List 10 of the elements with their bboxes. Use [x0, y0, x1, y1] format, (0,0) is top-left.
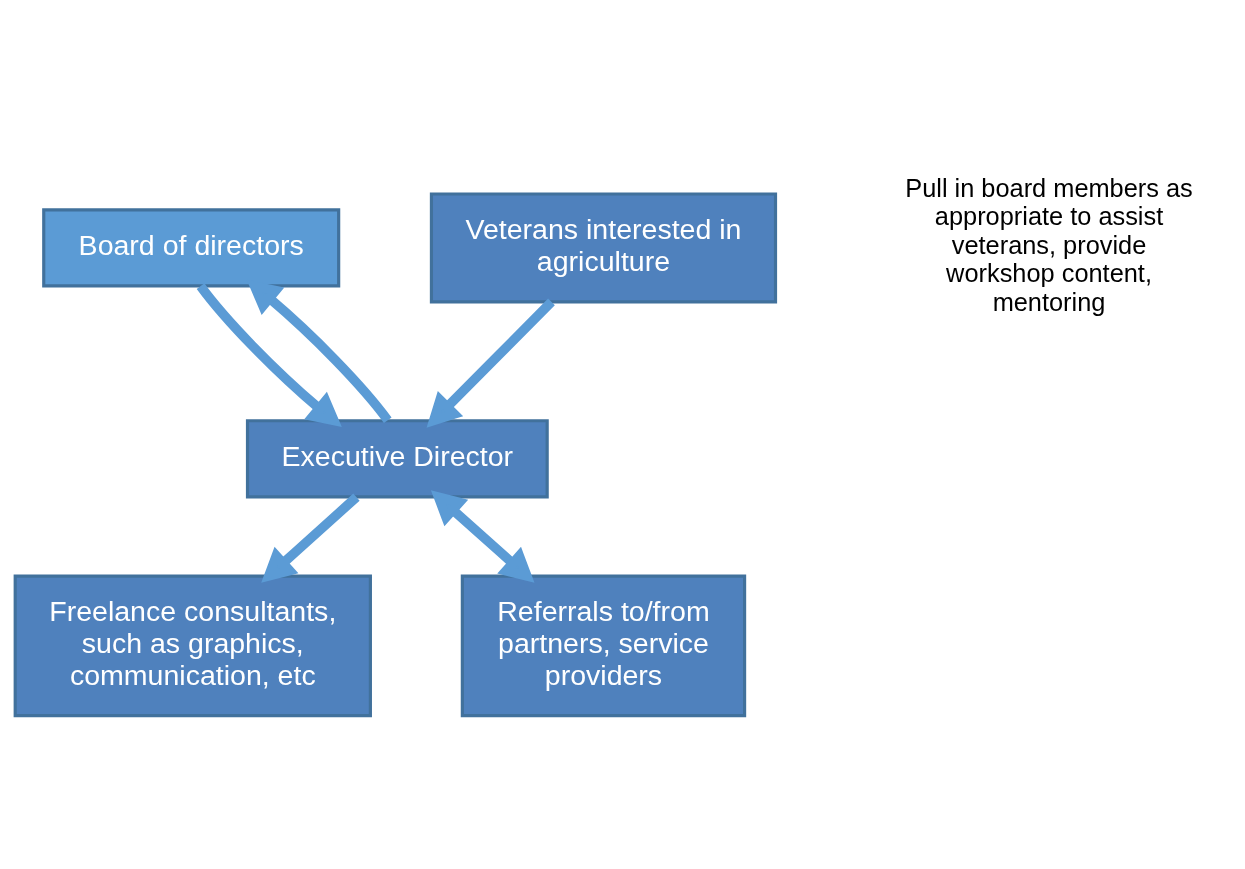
node-box: Board of directors	[42, 207, 341, 288]
arrow	[261, 493, 360, 583]
arrow	[426, 298, 555, 428]
node-box: Executive Director	[245, 418, 549, 498]
node-box: Freelance consultants, such as graphics, communication, etc	[13, 574, 372, 717]
arrow	[196, 282, 342, 427]
arrow	[430, 489, 535, 583]
node-box: Referrals to/from partners, service providers	[460, 574, 747, 717]
label: Pull in board members as appropriate to assist veterans, provide workshop content, mentoring	[905, 173, 1193, 316]
node-box: Veterans interested in agriculture	[429, 191, 778, 303]
